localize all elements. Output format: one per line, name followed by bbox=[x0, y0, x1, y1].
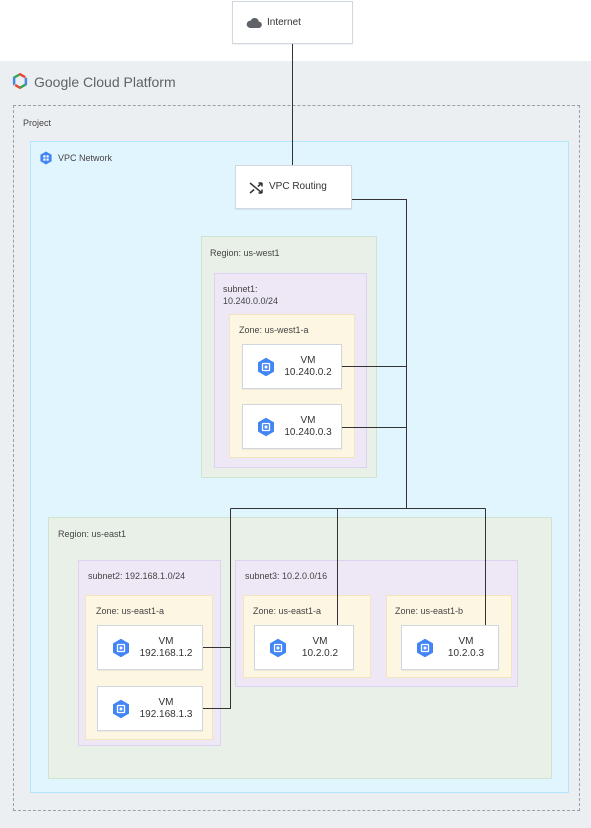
compute-engine-icon bbox=[270, 638, 286, 657]
vpc-routing-node[interactable]: VPC Routing bbox=[235, 165, 352, 209]
compute-engine-icon bbox=[258, 417, 274, 436]
subnet-label: subnet2: 192.168.1.0/24 bbox=[88, 571, 186, 581]
connector-routing-trunk bbox=[352, 199, 407, 509]
compute-engine-icon bbox=[113, 638, 129, 657]
zone-label: Zone: us-east1-a bbox=[96, 606, 165, 616]
vm-10-2-0-2[interactable]: VM 10.2.0.2 bbox=[254, 625, 354, 670]
vpc-network-icon bbox=[40, 151, 52, 165]
vm-name: VM bbox=[300, 414, 316, 426]
shuffle-icon bbox=[249, 182, 263, 194]
vm-10-2-0-3[interactable]: VM 10.2.0.3 bbox=[401, 625, 499, 670]
vpc-routing-label: VPC Routing bbox=[269, 181, 327, 192]
cloud-icon bbox=[246, 17, 262, 29]
vm-name: VM bbox=[158, 696, 174, 708]
vm-192-168-1-3[interactable]: VM 192.168.1.3 bbox=[97, 686, 203, 731]
vm-ip: 10.2.0.2 bbox=[301, 647, 339, 659]
vm-name: VM bbox=[158, 635, 174, 647]
compute-engine-icon bbox=[113, 699, 129, 718]
region-label: Region: us-east1 bbox=[58, 529, 127, 539]
vm-name: VM bbox=[300, 354, 316, 366]
connector-vm-192-168-1-3 bbox=[203, 647, 231, 709]
gcp-hexagon-logo bbox=[12, 73, 28, 89]
vpc-network-label: VPC Network bbox=[58, 153, 113, 163]
project-label: Project bbox=[23, 118, 52, 128]
vm-ip: 192.168.1.2 bbox=[139, 647, 193, 659]
vm-ip: 192.168.1.3 bbox=[139, 708, 193, 720]
vm-ip: 10.240.0.3 bbox=[284, 426, 332, 438]
subnet-label: subnet3: 10.2.0.0/16 bbox=[245, 571, 328, 581]
vm-ip: 10.2.0.3 bbox=[447, 647, 485, 659]
zone-label: Zone: us-west1-a bbox=[239, 325, 309, 335]
vm-name: VM bbox=[312, 635, 328, 647]
zone-label: Zone: us-east1-b bbox=[395, 606, 464, 616]
gcp-title: Google Cloud Platform bbox=[34, 74, 176, 90]
vm-192-168-1-2[interactable]: VM 192.168.1.2 bbox=[97, 625, 203, 670]
region-label: Region: us-west1 bbox=[210, 248, 280, 258]
compute-engine-icon bbox=[417, 638, 433, 657]
vm-10-240-0-2[interactable]: VM 10.240.0.2 bbox=[242, 344, 342, 389]
zone-label: Zone: us-east1-a bbox=[253, 606, 322, 616]
internet-node[interactable]: Internet bbox=[232, 1, 353, 44]
compute-engine-icon bbox=[258, 357, 274, 376]
connector-vm-192-168-1-2 bbox=[203, 508, 231, 648]
internet-label: Internet bbox=[267, 17, 301, 28]
vm-ip: 10.240.0.2 bbox=[284, 366, 332, 378]
project-container bbox=[13, 105, 580, 811]
vm-name: VM bbox=[458, 635, 474, 647]
vm-10-240-0-3[interactable]: VM 10.240.0.3 bbox=[242, 404, 342, 449]
subnet-label: subnet1: 10.240.0.0/24 bbox=[223, 284, 279, 306]
